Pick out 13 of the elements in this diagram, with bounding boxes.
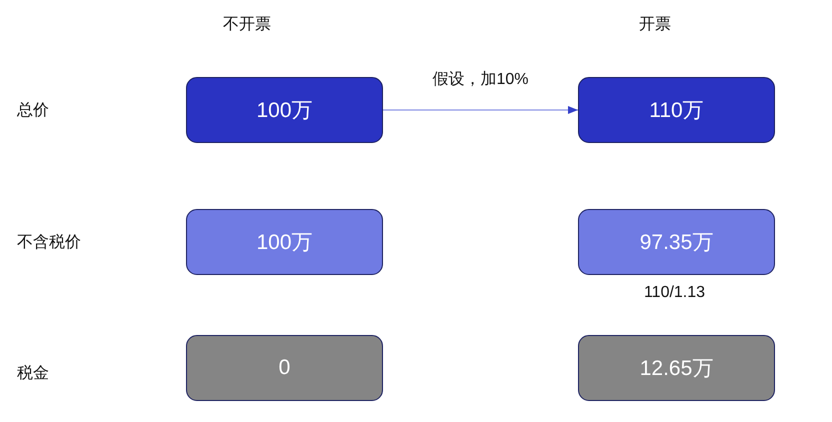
row-label: 总价 (17, 101, 49, 121)
arrow (383, 106, 578, 114)
formula-text: 110/1.13 (644, 283, 706, 303)
value-box: 110万 (578, 77, 775, 143)
value-box: 0 (186, 335, 383, 401)
row-label: 税金 (17, 364, 49, 384)
value-box: 100万 (186, 77, 383, 143)
value-box: 12.65万 (578, 335, 775, 401)
column-heading: 开票 (639, 15, 671, 35)
row-label: 不含税价 (17, 233, 81, 253)
column-heading: 不开票 (223, 15, 271, 35)
value-box: 97.35万 (578, 209, 775, 275)
value-box: 100万 (186, 209, 383, 275)
